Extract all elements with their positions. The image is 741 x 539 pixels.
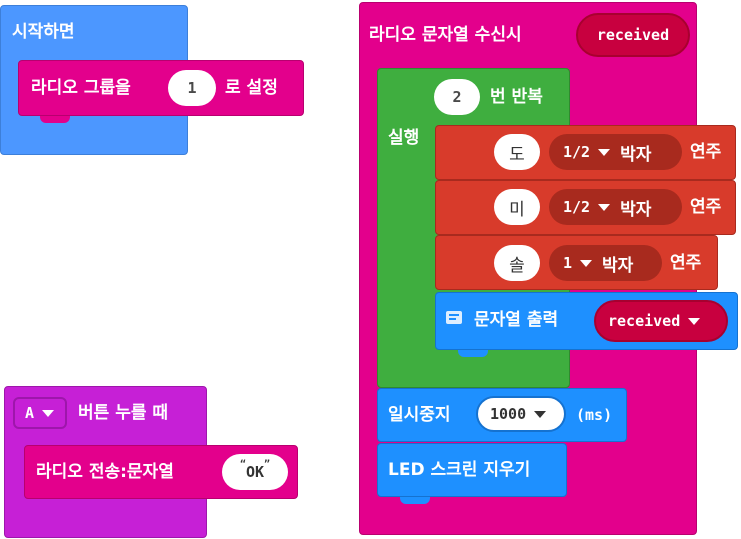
button-select-value: A bbox=[25, 404, 35, 422]
beat-unit-2: 박자 bbox=[620, 199, 652, 220]
radio-set-group-block[interactable] bbox=[18, 60, 304, 116]
serial-value: received bbox=[608, 312, 681, 330]
radio-send-string-value: OK bbox=[245, 463, 265, 481]
play-label-1: 연주 bbox=[690, 142, 722, 162]
repeat-count-input[interactable]: 2 bbox=[434, 79, 480, 115]
note-input-1[interactable]: 도 bbox=[494, 134, 540, 170]
pause-label: 일시중지 bbox=[388, 405, 451, 425]
beat-unit-3: 박자 bbox=[602, 255, 634, 276]
pause-value: 1000 bbox=[490, 405, 527, 423]
chevron-down-icon bbox=[598, 203, 611, 211]
beat-dropdown-1[interactable]: 1/2 박자 bbox=[549, 134, 682, 170]
radio-send-string-label: 라디오 전송:문자열 bbox=[36, 462, 174, 482]
quote-left-icon: “ bbox=[239, 458, 246, 470]
play-label-3: 연주 bbox=[670, 253, 702, 273]
chevron-down-icon bbox=[598, 148, 611, 156]
beat-value-1: 1/2 bbox=[563, 143, 591, 161]
note-input-2[interactable]: 미 bbox=[494, 189, 540, 225]
radio-set-group-label: 라디오 그룹을 bbox=[31, 78, 131, 98]
clear-screen-block[interactable] bbox=[377, 443, 567, 497]
serial-write-label: 문자열 출력 bbox=[474, 310, 559, 330]
block-notch bbox=[458, 350, 488, 357]
radio-set-group-suffix: 로 설정 bbox=[225, 78, 278, 98]
block-notch bbox=[400, 497, 430, 504]
beat-unit-1: 박자 bbox=[620, 144, 652, 165]
pause-value-dropdown[interactable]: 1000 bbox=[476, 396, 566, 432]
radio-send-string-input[interactable]: “ OK ” bbox=[222, 454, 288, 490]
radio-group-input[interactable]: 1 bbox=[168, 70, 216, 106]
pause-unit: (ms) bbox=[576, 406, 613, 424]
received-param[interactable]: received bbox=[576, 13, 690, 57]
on-button-pressed-label: 버튼 누를 때 bbox=[78, 403, 169, 423]
play-label-2: 연주 bbox=[690, 197, 722, 217]
on-start-label: 시작하면 bbox=[12, 22, 75, 42]
repeat-label: 번 반복 bbox=[490, 87, 543, 107]
beat-value-3: 1 bbox=[563, 254, 573, 272]
serial-comment-icon bbox=[446, 311, 462, 324]
chevron-down-icon bbox=[688, 317, 701, 325]
beat-value-2: 1/2 bbox=[563, 198, 591, 216]
chevron-down-icon bbox=[42, 409, 55, 417]
button-select-dropdown[interactable]: A bbox=[13, 397, 67, 429]
on-radio-received-label: 라디오 문자열 수신시 bbox=[369, 25, 522, 45]
note-input-3[interactable]: 솔 bbox=[494, 245, 540, 281]
chevron-down-icon bbox=[534, 410, 547, 418]
clear-screen-label: LED 스크린 지우기 bbox=[388, 460, 531, 480]
quote-right-icon: ” bbox=[264, 458, 271, 470]
serial-value-dropdown[interactable]: received bbox=[594, 300, 728, 342]
beat-dropdown-3[interactable]: 1 박자 bbox=[549, 245, 662, 281]
beat-dropdown-2[interactable]: 1/2 박자 bbox=[549, 189, 682, 225]
chevron-down-icon bbox=[580, 259, 593, 267]
repeat-do-label: 실행 bbox=[388, 128, 420, 148]
received-param-label: received bbox=[596, 26, 670, 44]
block-notch bbox=[40, 116, 70, 123]
